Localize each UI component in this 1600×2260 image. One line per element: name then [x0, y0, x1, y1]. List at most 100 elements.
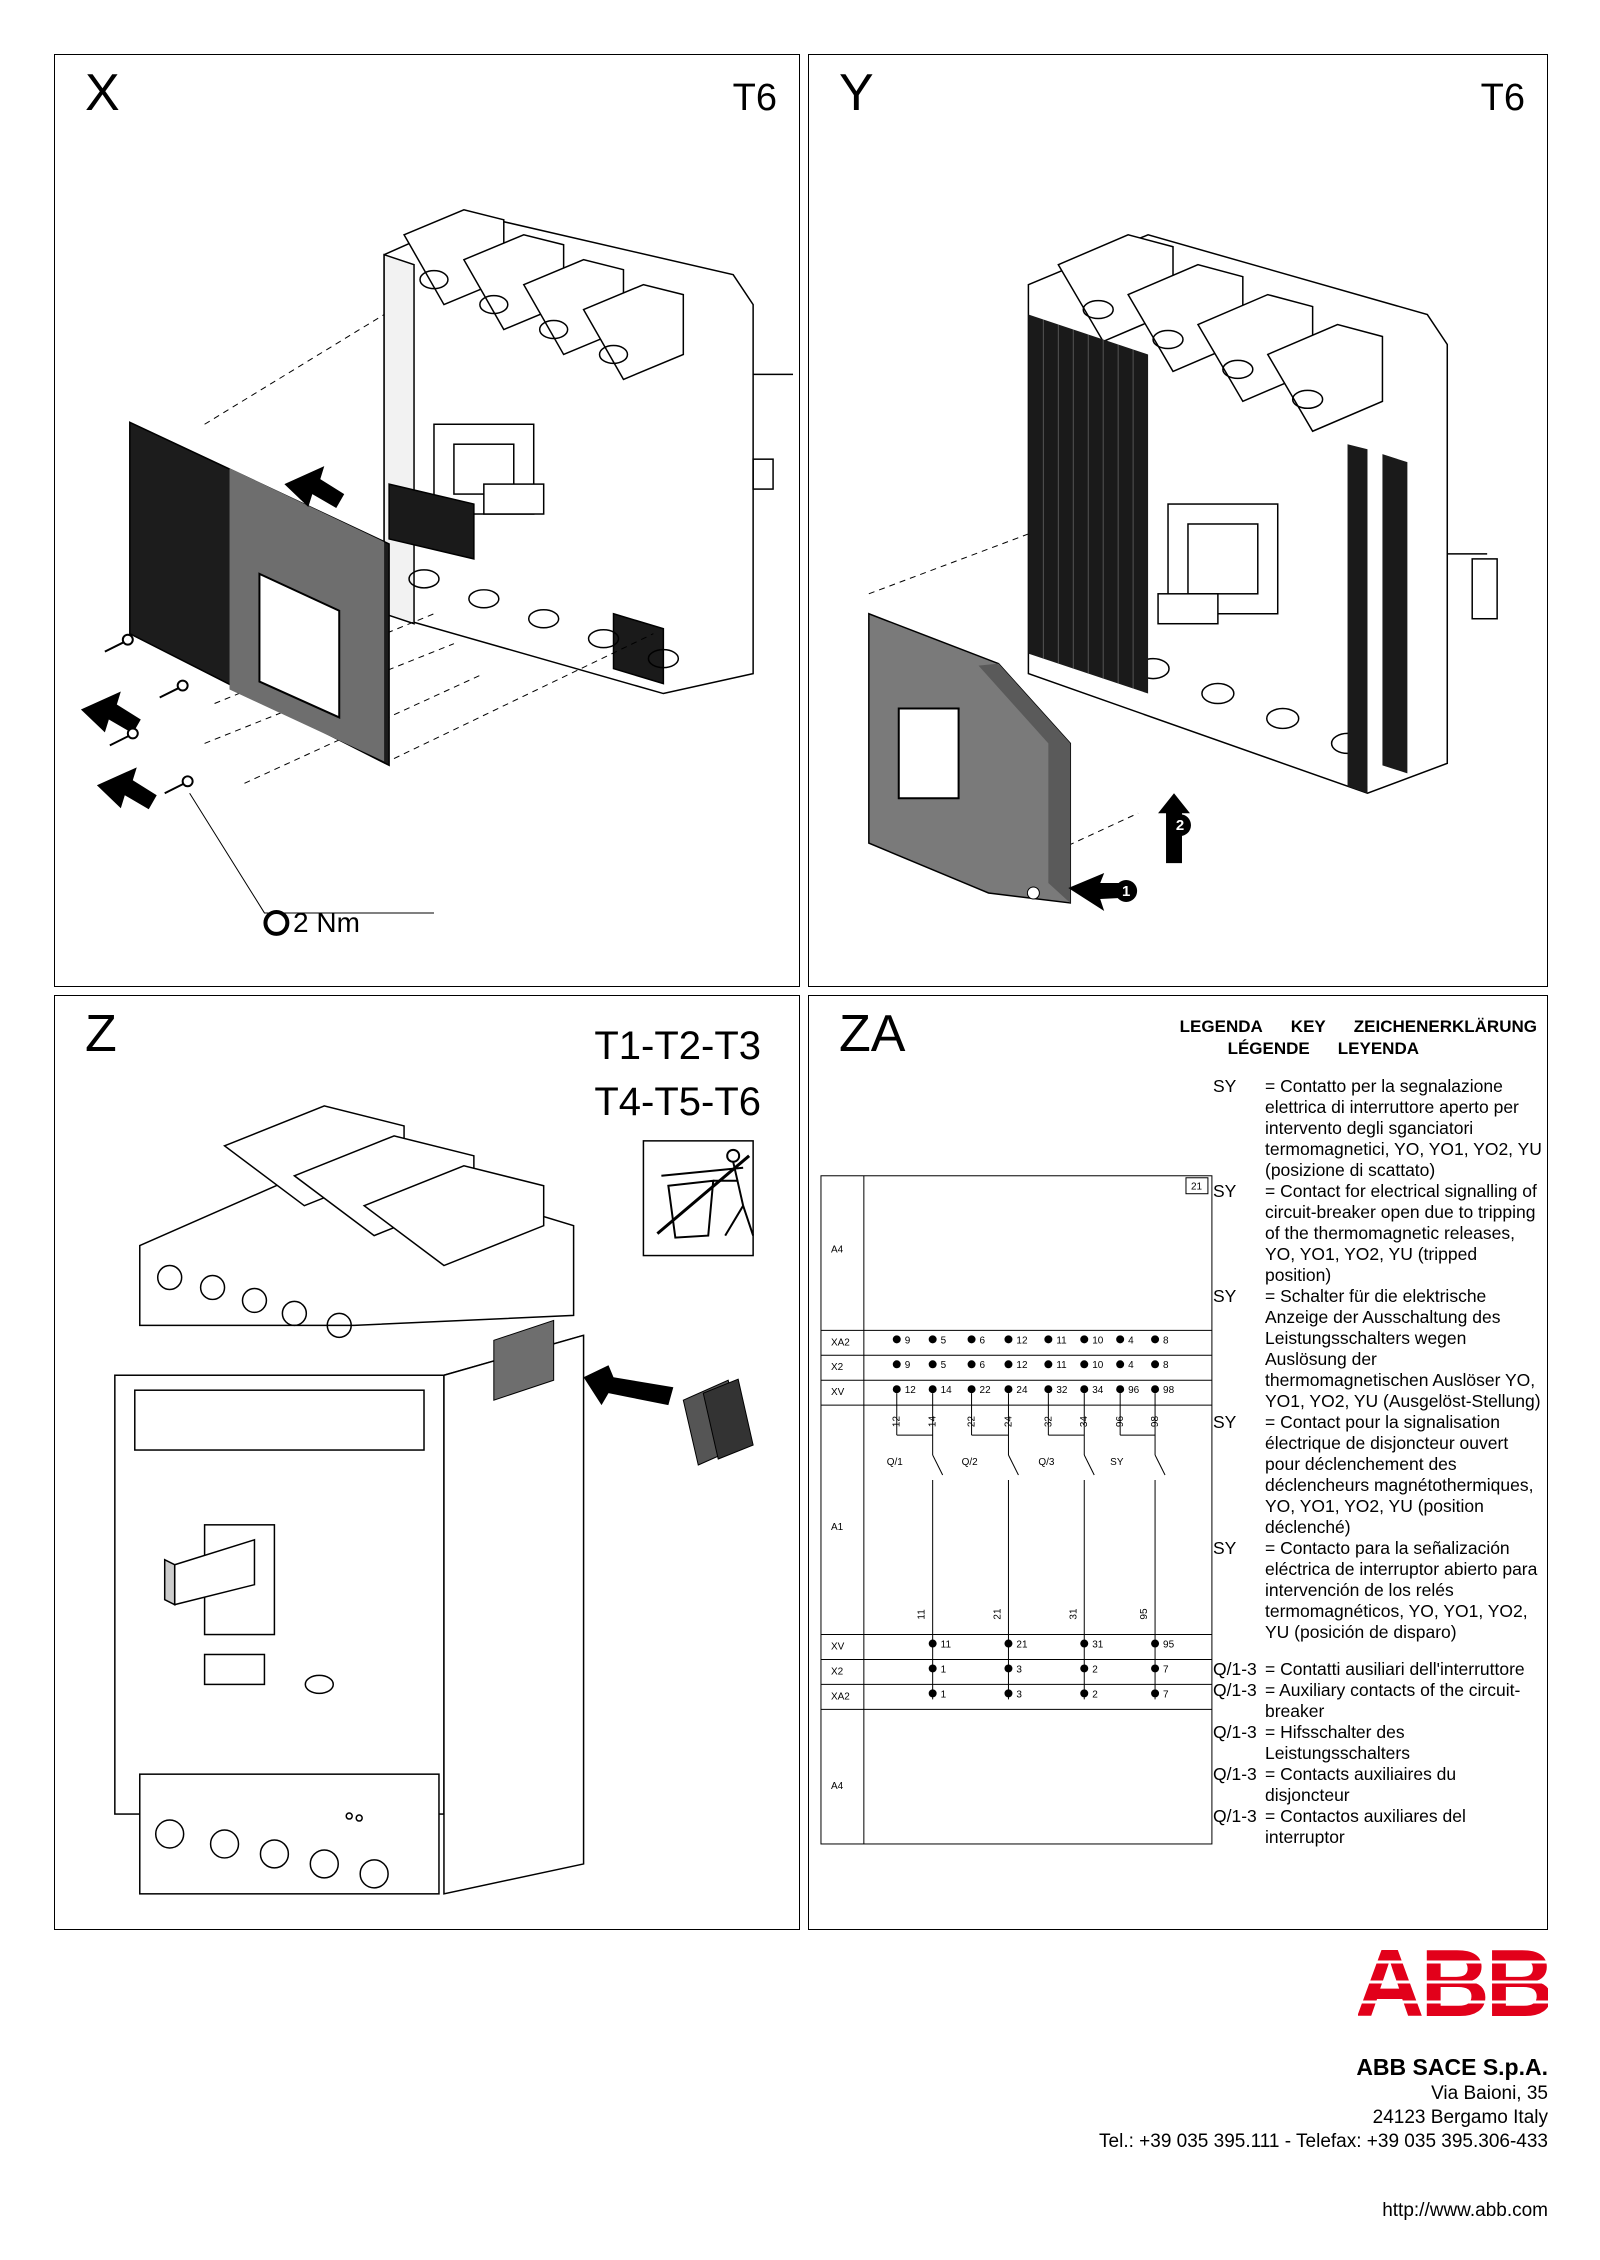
panel-x: X T6: [54, 54, 800, 987]
legend-key: SY: [1213, 1412, 1237, 1432]
terminal-dot: [928, 1689, 937, 1698]
legend-aux-entry: Q/1-3= Contacts auxiliaires du disjoncte…: [1213, 1764, 1543, 1806]
terminal-label: 31: [1092, 1639, 1104, 1650]
legend-aux-entry: Q/1-3 = Hifsschalter des Leistungsschalte…: [1213, 1722, 1543, 1764]
terminal-dot: [928, 1360, 937, 1369]
legend-header-fr: LÉGENDE: [1227, 1039, 1310, 1058]
row-label: X2: [831, 1362, 844, 1373]
row-label: XA2: [831, 1337, 850, 1348]
row-label: X2: [831, 1666, 844, 1677]
terminal-dot: [1151, 1689, 1160, 1698]
terminal-label: 6: [980, 1335, 986, 1346]
legend-key: Q/1-3: [1213, 1659, 1257, 1679]
legend-text: = Contacts auxiliaires du disjoncteur: [1265, 1764, 1457, 1805]
legend-entry: SY= Contact for electrical signalling of…: [1213, 1181, 1543, 1286]
breaker-cover-install-illustration: [868, 233, 1498, 911]
legend-key: SY: [1213, 1286, 1237, 1306]
legend-entry: SY= Contatto per la segnalazione elettri…: [1213, 1076, 1543, 1181]
row-label: A1: [831, 1522, 844, 1533]
terminal-dot: [1004, 1639, 1013, 1648]
contact-label: Q/3: [1038, 1457, 1055, 1468]
terminal-dot: [1044, 1335, 1053, 1344]
terminal-label: 5: [941, 1360, 947, 1371]
terminal-label: 3: [1016, 1689, 1022, 1700]
terminal-label: 7: [1163, 1689, 1169, 1700]
panel-y: Y T6: [808, 54, 1548, 987]
contact-label: Q/1: [887, 1457, 904, 1468]
legend-text: = Hifsschalter des Leistungsschalters: [1265, 1722, 1410, 1763]
terminal-label: 98: [1163, 1385, 1175, 1396]
panel-model: T6: [1480, 77, 1525, 119]
terminal-dot: [1004, 1664, 1013, 1673]
breaker-cover-removal-illustration: [80, 209, 794, 936]
terminal-dot: [928, 1664, 937, 1673]
row-label: A4: [831, 1245, 844, 1256]
model-line-1: T1-T2-T3: [594, 1024, 761, 1068]
row-label: XA2: [831, 1691, 850, 1702]
legend-header-it: LEGENDA: [1179, 1017, 1263, 1036]
terminal-label: 2: [1092, 1689, 1098, 1700]
terminal-label: 96: [1128, 1385, 1140, 1396]
panel-models: T1-T2-T3 T4-T5-T6: [594, 1018, 761, 1130]
legend-text: = Contacto para la señalización eléctric…: [1265, 1538, 1538, 1642]
legend-entry: SY= Contacto para la señalización eléctr…: [1213, 1538, 1543, 1643]
legend-header-de: ZEICHENERKLÄRUNG: [1353, 1017, 1537, 1036]
panel-letter: Z: [85, 1005, 117, 1063]
terminal-dot: [1080, 1335, 1089, 1344]
legend-text: = Auxiliary contacts of the circuit-brea…: [1265, 1680, 1521, 1721]
terminal-label: 9: [905, 1360, 911, 1371]
company-website-link[interactable]: http://www.abb.com: [1382, 2200, 1548, 2221]
terminal-dot: [928, 1639, 937, 1648]
terminal-label: 9: [905, 1335, 911, 1346]
terminal-label: 1: [941, 1689, 947, 1700]
legend-text: = Contact for electrical signalling of c…: [1265, 1181, 1537, 1285]
legend-key: Q/1-3: [1213, 1722, 1257, 1742]
company-address-block: ABB SACE S.p.A. Via Baioni, 35 24123 Ber…: [1099, 2052, 1548, 2154]
terminal-label: 8: [1163, 1335, 1169, 1346]
terminal-dot: [1004, 1335, 1013, 1344]
terminal-label: 4: [1128, 1360, 1134, 1371]
terminal-label: 8: [1163, 1360, 1169, 1371]
terminal-dot: [1044, 1360, 1053, 1369]
terminal-dot: [892, 1335, 901, 1344]
legend-text: = Contactos auxiliares del interruptor: [1265, 1806, 1466, 1847]
wire-number: 95: [1139, 1608, 1150, 1620]
terminal-dot: [1004, 1360, 1013, 1369]
terminal-label: 11: [941, 1639, 952, 1650]
legend-text: = Contact pour la signalisation électriq…: [1265, 1412, 1534, 1537]
wire-number: 21: [992, 1608, 1003, 1620]
model-line-2: T4-T5-T6: [594, 1080, 761, 1124]
terminal-dot: [1151, 1639, 1160, 1648]
terminal-dot: [892, 1385, 901, 1394]
panel-z: Z T1-T2-T3 T4-T5-T6: [54, 995, 800, 1930]
terminal-label: 22: [980, 1385, 992, 1396]
contact-switch: [932, 1454, 944, 1476]
legend-text: = Contatto per la segnalazione elettrica…: [1265, 1076, 1542, 1180]
terminal-dot: [1044, 1385, 1053, 1394]
terminal-label: 32: [1056, 1385, 1068, 1396]
terminal-label: 4: [1128, 1335, 1134, 1346]
terminal-label: 10: [1092, 1360, 1104, 1371]
contact-switch: [1083, 1454, 1095, 1476]
abb-logo: ABB: [1358, 1942, 1548, 2024]
legend-entry: SY= Schalter für die elektrische Anzeige…: [1213, 1286, 1543, 1412]
terminal-label: 34: [1092, 1385, 1104, 1396]
company-city: 24123 Bergamo Italy: [1372, 2107, 1548, 2128]
wire-number: 31: [1068, 1608, 1079, 1620]
terminal-label: 11: [1056, 1335, 1067, 1346]
legend-key: Q/1-3: [1213, 1806, 1257, 1826]
company-phone: Tel.: +39 035 395.111 - Telefax: +39 035…: [1099, 2131, 1548, 2152]
terminal-label: 7: [1163, 1664, 1169, 1675]
legend-body: SY = Contatto per la segnalazione elettri…: [1213, 1076, 1543, 1848]
legend-text: = Contatti ausiliari dell'interruttore: [1265, 1659, 1525, 1679]
terminal-label: 6: [980, 1360, 986, 1371]
contact-switch: [1154, 1454, 1166, 1476]
terminal-dot: [1116, 1385, 1125, 1394]
legend-aux-entry: Q/1-3 = Contatti ausiliari dell'interrutt…: [1213, 1659, 1543, 1680]
contact-label: SY: [1110, 1457, 1124, 1468]
legend-header-es: LEYENDA: [1337, 1039, 1419, 1058]
legend-header-line-2: LÉGENDE LEYENDA: [1152, 1038, 1419, 1060]
terminal-dot: [1151, 1664, 1160, 1673]
sheet-number: 21: [1191, 1182, 1203, 1193]
